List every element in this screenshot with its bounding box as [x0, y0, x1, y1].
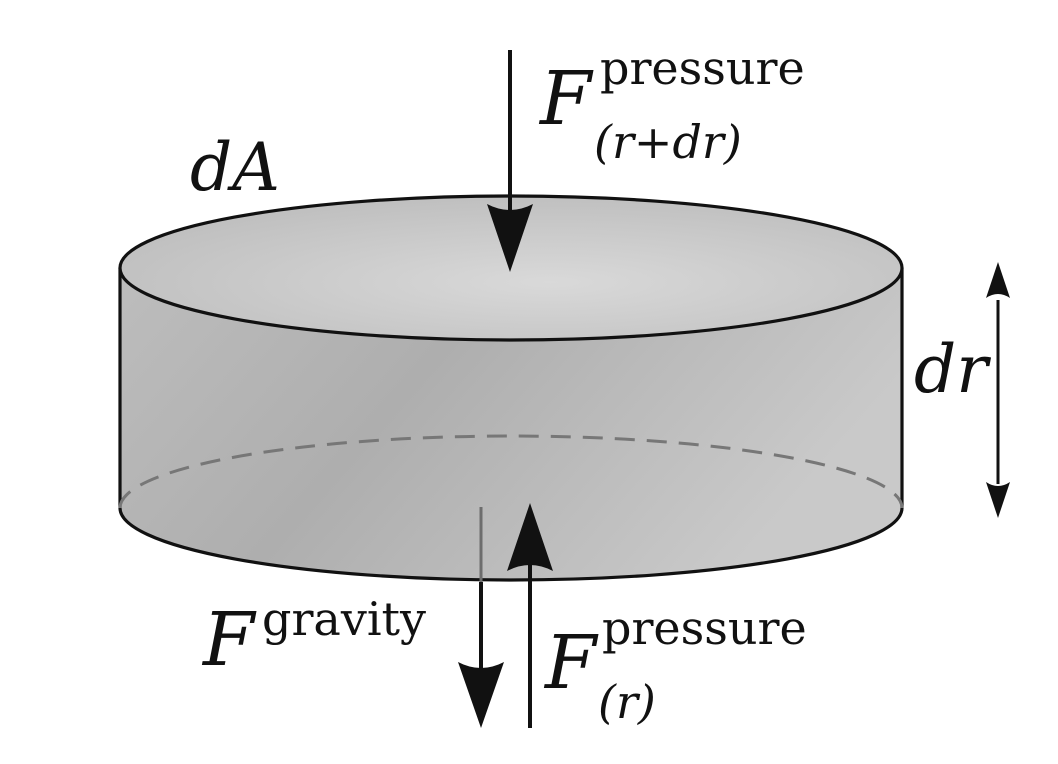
cylinder-side: [118, 266, 904, 582]
bottom-force-symbol: F: [543, 620, 599, 706]
bottom-force-label: F pressure (r): [543, 601, 807, 729]
height-double-arrow: [986, 262, 1010, 518]
top-force-symbol: F: [538, 56, 594, 142]
top-force-superscript: pressure: [600, 41, 805, 95]
area-label: dA: [190, 129, 280, 206]
gravity-arrow: [458, 507, 504, 728]
cylinder-hidden-bottom-edge: [118, 434, 904, 509]
bottom-force-subscript: (r): [598, 675, 656, 729]
gravity-force-label: F gravity: [201, 592, 426, 683]
bottom-pressure-arrow: [507, 503, 553, 728]
gravity-force-superscript: gravity: [262, 592, 426, 646]
top-force-label: F pressure (r+dr): [538, 41, 805, 169]
top-force-subscript: (r+dr): [594, 115, 742, 169]
bottom-force-superscript: pressure: [602, 601, 807, 655]
height-label: dr: [914, 331, 991, 408]
gravity-force-symbol: F: [201, 597, 257, 683]
top-pressure-arrow: [487, 50, 533, 272]
